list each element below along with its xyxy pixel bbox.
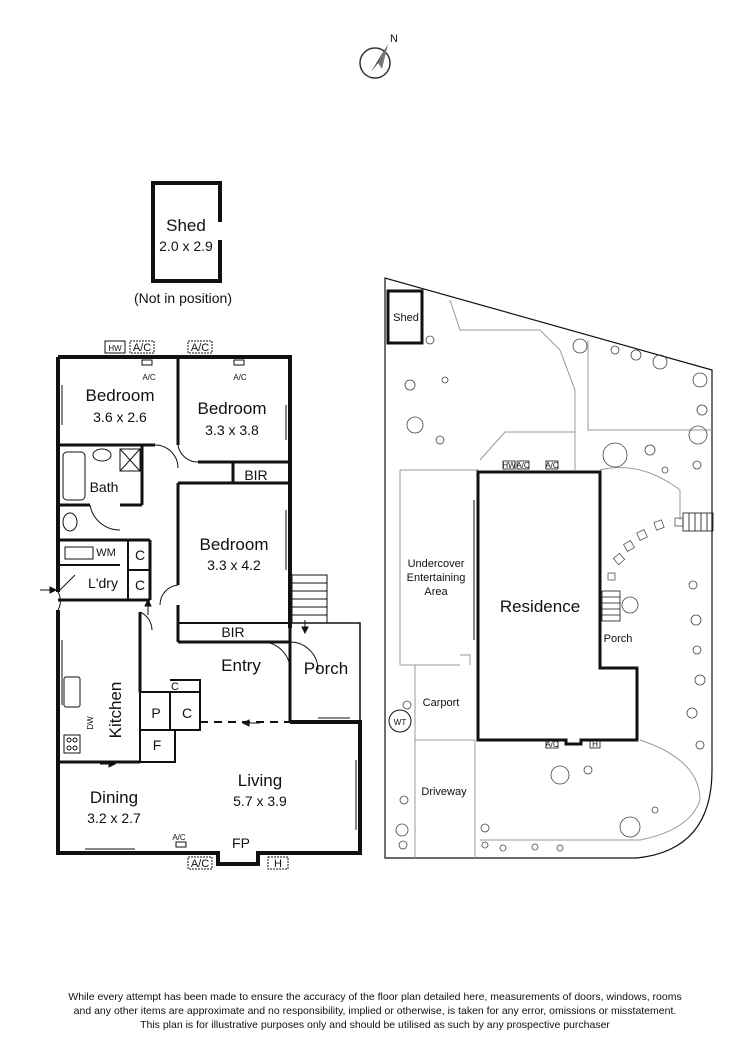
entry-label: Entry [221,656,261,675]
residence-label: Residence [500,597,580,616]
bedroom-2-name: Bedroom [198,399,267,418]
living-dims: 5.7 x 3.9 [233,793,287,809]
pantry-label: P [151,705,160,721]
site-porch-stairs [601,590,621,622]
dining-name: Dining [90,788,138,807]
site-boundary [384,277,713,859]
bir-1-label: BIR [244,467,267,483]
site-shed-label: Shed [393,312,419,324]
porch-stairs [291,574,328,624]
site-lines [399,299,712,858]
entertaining-area-line3: Area [424,586,448,598]
disclaimer-line-2: and any other items are approximate and … [73,1005,677,1017]
cupboard-1-label: C [135,547,145,563]
stepping-stones [607,517,684,581]
site-shed-outline [386,289,424,345]
compass-north-label: N [390,33,398,45]
bir-2-label: BIR [221,624,244,640]
laundry-label: L'dry [88,575,118,591]
heater-label: H [274,858,282,870]
driveway-label: Driveway [421,786,467,798]
house-walls [56,355,362,866]
dining-dims: 3.2 x 2.7 [87,810,141,826]
site-ac-1-label: A/C [516,461,530,470]
dishwasher-label: DW [86,716,95,730]
shed-dims: 2.0 x 2.9 [159,238,213,254]
bath-label: Bath [90,479,119,495]
fridge-label: F [153,737,162,753]
cupboard-2-label: C [135,577,145,593]
site-ac-2-label: A/C [545,461,559,470]
living-name: Living [238,771,282,790]
service-boxes [104,340,289,870]
bedroom-3-name: Bedroom [200,535,269,554]
compass-icon [359,44,391,79]
hot-water-label: HW [108,344,122,353]
cupboard-3-label: C [171,681,179,693]
carport-label: Carport [423,697,460,709]
bath-fixtures [62,448,141,532]
ac-6-label: A/C [191,858,209,870]
site-gate-stairs [682,512,714,532]
disclaimer: While every attempt has been made to ens… [30,990,720,1032]
fireplace-label: FP [232,835,250,851]
water-tank-icon [388,709,412,733]
site-ac-3-label: A/C [545,740,559,749]
disclaimer-line-1: While every attempt has been made to ens… [68,991,682,1003]
ac-1-label: A/C [133,342,151,354]
washing-machine-label: WM [96,547,116,559]
ac-5-label: A/C [172,833,186,842]
entry-arrows [40,586,309,768]
site-porch-label: Porch [604,633,633,645]
porch-label: Porch [304,659,348,678]
ac-4-label: A/C [233,373,247,382]
bedroom-3-dims: 3.3 x 4.2 [207,557,261,573]
water-tank-label: WT [394,718,407,727]
cupboard-4-label: C [182,705,192,721]
shed-name: Shed [166,216,206,235]
bedroom-2-dims: 3.3 x 3.8 [205,422,259,438]
kitchen-label: Kitchen [106,682,125,739]
entertaining-area-line1: Undercover [408,558,465,570]
windows [61,385,357,850]
disclaimer-line-3: This plan is for illustrative purposes o… [140,1019,610,1031]
ac-2-label: A/C [191,342,209,354]
ac-3-label: A/C [142,373,156,382]
site-hot-water-label: HW [502,461,516,470]
kitchen-fixtures [63,546,94,754]
site-heater-label: H [592,740,598,749]
residence-outline [476,470,639,746]
shed-note: (Not in position) [134,290,232,306]
entertaining-area-line2: Entertaining [407,572,466,584]
door-swings [57,444,319,671]
tree-icons [395,335,708,852]
bedroom-1-name: Bedroom [86,386,155,405]
shed-outline [151,181,223,283]
site-service-boxes [502,460,601,749]
bedroom-1-dims: 3.6 x 2.6 [93,409,147,425]
